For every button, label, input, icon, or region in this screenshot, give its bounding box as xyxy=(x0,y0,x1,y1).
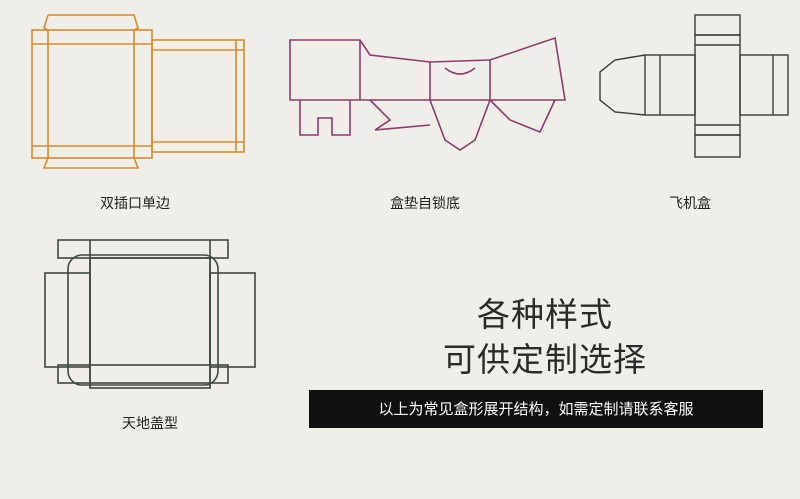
diagram-lid-base-box: 天地盖型 xyxy=(0,225,270,432)
headline-line-2: 可供定制选择 xyxy=(443,340,647,379)
lid-base-dieline xyxy=(44,239,256,389)
caption-mailer-box: 飞机盒 xyxy=(669,196,711,212)
headline-line-1: 各种样式 xyxy=(477,295,613,334)
diagram-double-tuck: 双插口单边 xyxy=(0,0,270,212)
caption-crash-lock-bottom: 盒垫自锁底 xyxy=(390,196,460,212)
info-banner: 以上为常见盒形展开结构，如需定制请联系客服 xyxy=(309,390,763,428)
double-tuck-dieline xyxy=(31,14,245,169)
caption-double-tuck: 双插口单边 xyxy=(100,196,170,212)
diagram-mailer-box: 飞机盒 xyxy=(585,0,795,212)
caption-lid-base-box: 天地盖型 xyxy=(122,416,178,432)
mailer-box-dieline xyxy=(599,14,789,158)
diagram-crash-lock-bottom: 盒垫自锁底 xyxy=(280,0,580,212)
crash-lock-dieline xyxy=(289,36,566,151)
